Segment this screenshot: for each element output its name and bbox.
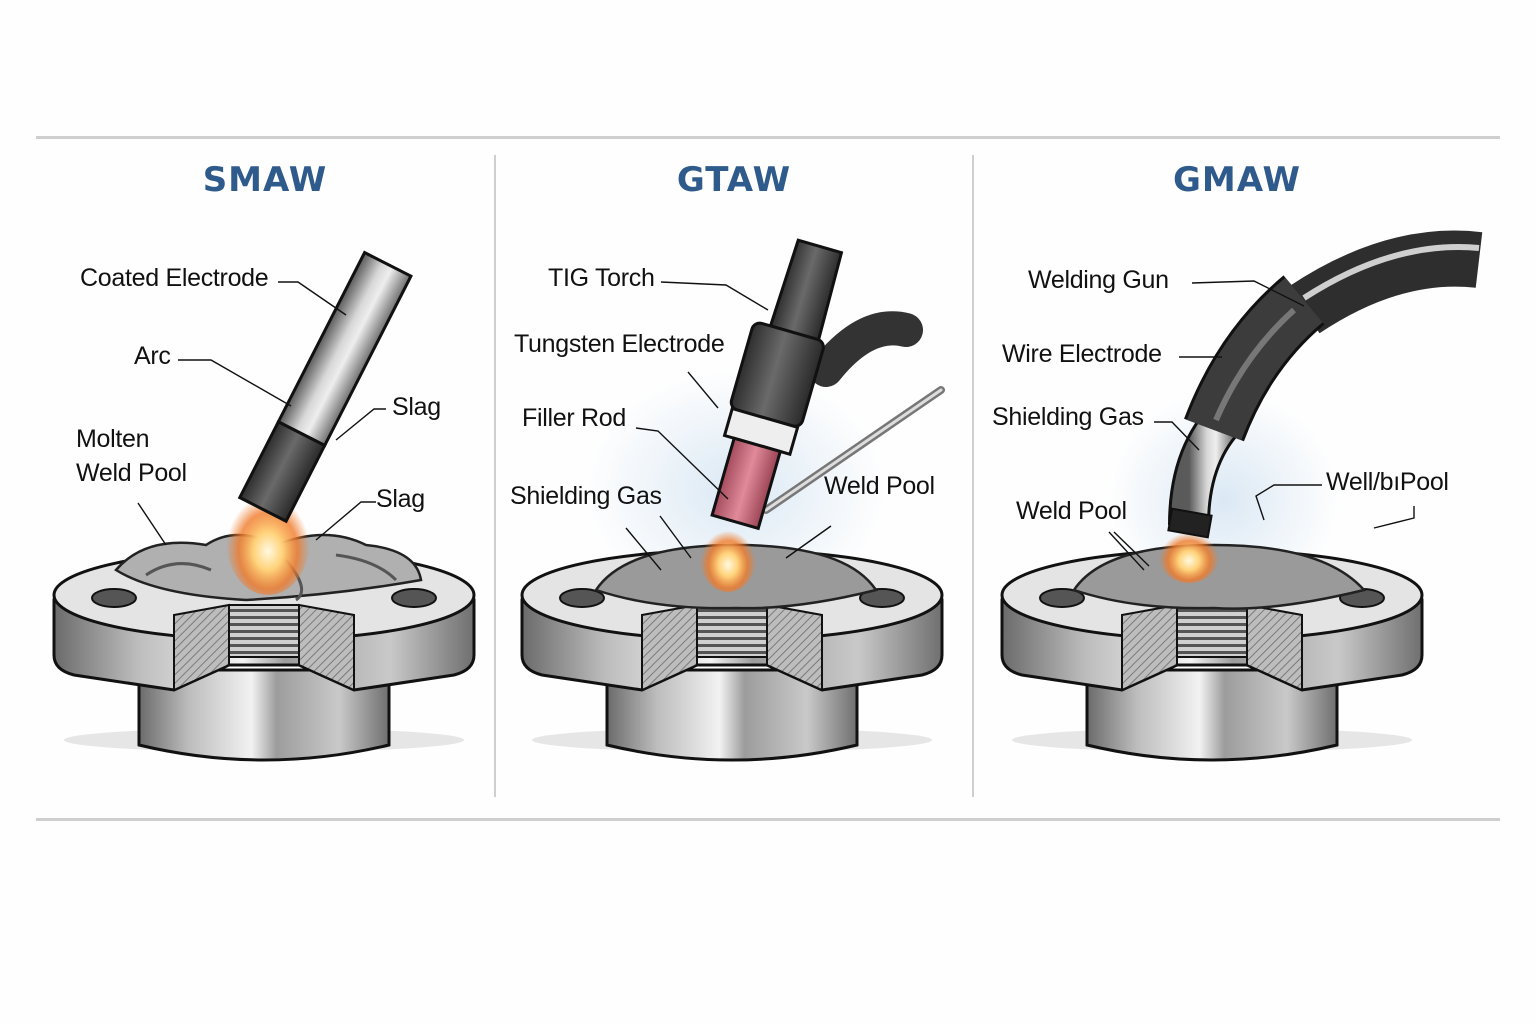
label-coated-electrode: Coated Electrode [80, 264, 269, 292]
label-shielding-gas: Shielding Gas [510, 482, 662, 510]
label-wire-electrode: Wire Electrode [1002, 340, 1162, 368]
label-slag-upper: Slag [392, 393, 441, 421]
panel-smaw: SMAW Coated Electrode Arc Slag Molten We… [36, 150, 494, 800]
panel-gmaw: GMAW Welding Gun Wire Electrode Shieldin… [974, 150, 1500, 800]
label-weld-pool: Weld Pool [1016, 497, 1127, 525]
panel-title: GTAW [676, 160, 792, 200]
panel-title: SMAW [202, 160, 328, 200]
panel-title: GMAW [1172, 160, 1302, 200]
panel-divider-2 [972, 155, 974, 797]
label-weld-pool: Weld Pool [76, 459, 187, 487]
label-shielding-gas: Shielding Gas [992, 403, 1144, 431]
label-weld-pool: Weld Pool [824, 472, 935, 500]
label-filler-rod: Filler Rod [522, 404, 626, 432]
label-tungsten-electrode: Tungsten Electrode [514, 330, 725, 358]
label-molten: Molten [76, 425, 150, 453]
bottom-divider [36, 818, 1500, 821]
label-weld-pool-right: Well/bıPool [1326, 468, 1449, 496]
panel-gtaw: GTAW TIG Torch Tungsten Electrode Filler… [496, 150, 972, 800]
ceramic-cup [710, 436, 783, 531]
label-slag-lower: Slag [376, 485, 425, 513]
gtaw-illustration [520, 238, 945, 762]
smaw-illustration [52, 250, 476, 762]
gmaw-illustration [1000, 230, 1483, 762]
label-welding-gun: Welding Gun [1028, 266, 1169, 294]
top-divider [36, 136, 1500, 139]
label-tig-torch: TIG Torch [548, 264, 655, 292]
panel-divider-1 [494, 155, 496, 797]
label-arc: Arc [134, 342, 171, 370]
